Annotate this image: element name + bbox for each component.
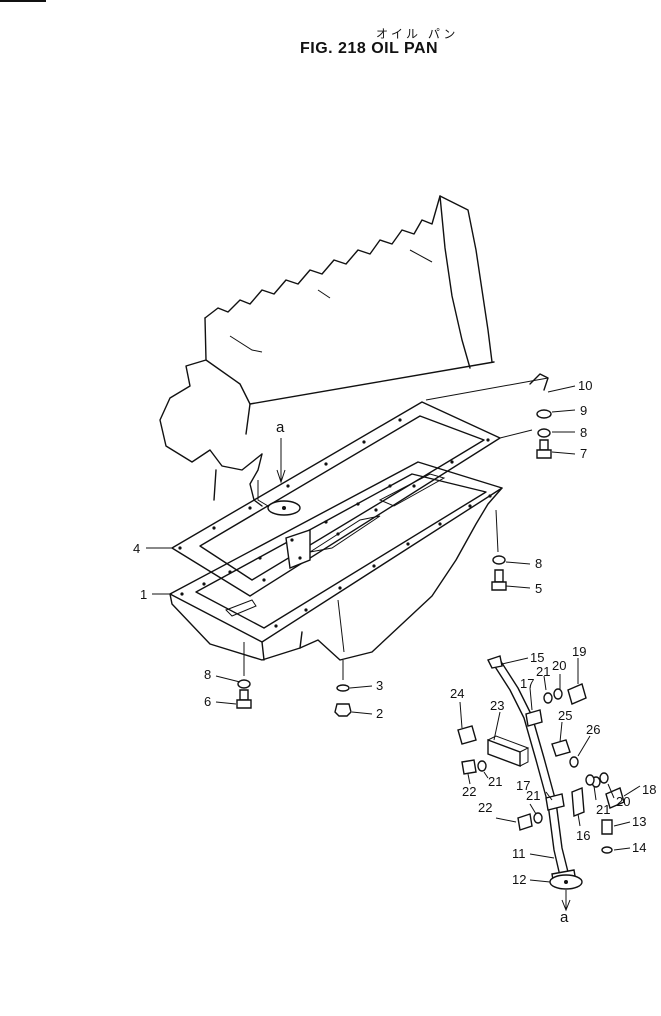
leader-lines	[146, 385, 641, 883]
callout-13: 13	[632, 814, 646, 829]
callout-20: 20	[552, 658, 566, 673]
gasket	[171, 377, 549, 597]
figure-title-japanese: オイル パン	[376, 27, 459, 41]
callout-17: 17	[520, 676, 534, 691]
callout-6: 6	[204, 694, 211, 709]
callout-19: 19	[572, 644, 586, 659]
callout-10: 10	[578, 378, 592, 393]
dipstick-assembly	[457, 655, 625, 912]
callout-8: 8	[535, 556, 542, 571]
callout-5: 5	[535, 581, 542, 596]
callout-11: 11	[512, 846, 526, 861]
upper-right-parts	[491, 373, 552, 591]
flange-bolt-holes	[178, 418, 492, 628]
callout-labels: 10 9 8 7 8 5 4 1 8 6 3 2 a 15 19 20 21 1…	[133, 378, 656, 926]
callout-24: 24	[450, 686, 464, 701]
callout-15: 15	[530, 650, 544, 665]
callout-23: 23	[490, 698, 504, 713]
callout-20: 20	[616, 794, 630, 809]
callout-4: 4	[133, 541, 140, 556]
callout-12: 12	[512, 872, 526, 887]
callout-8: 8	[204, 667, 211, 682]
oil-pan	[169, 461, 503, 661]
callout-1: 1	[140, 587, 147, 602]
figure-title: FIG. 218 OIL PAN	[300, 40, 439, 57]
callout-25: 25	[558, 708, 572, 723]
callout-21: 21	[536, 664, 550, 679]
callout-9: 9	[580, 403, 587, 418]
callout-18: 18	[642, 782, 656, 797]
callout-a: a	[276, 419, 285, 436]
suction-flange	[257, 438, 301, 516]
callout-17: 17	[516, 778, 530, 793]
callout-21: 21	[596, 802, 610, 817]
callout-3: 3	[376, 678, 383, 693]
callout-8: 8	[580, 425, 587, 440]
callout-2: 2	[376, 706, 383, 721]
callout-14: 14	[632, 840, 646, 855]
callout-21: 21	[526, 788, 540, 803]
corner-rule	[0, 0, 46, 2]
lower-left-parts	[236, 642, 352, 717]
engine-block	[159, 195, 495, 507]
callout-16: 16	[576, 828, 590, 843]
callout-7: 7	[580, 446, 587, 461]
callout-22: 22	[462, 784, 476, 799]
callout-22: 22	[478, 800, 492, 815]
callout-21: 21	[488, 774, 502, 789]
callout-a: a	[560, 909, 569, 926]
callout-26: 26	[586, 722, 600, 737]
